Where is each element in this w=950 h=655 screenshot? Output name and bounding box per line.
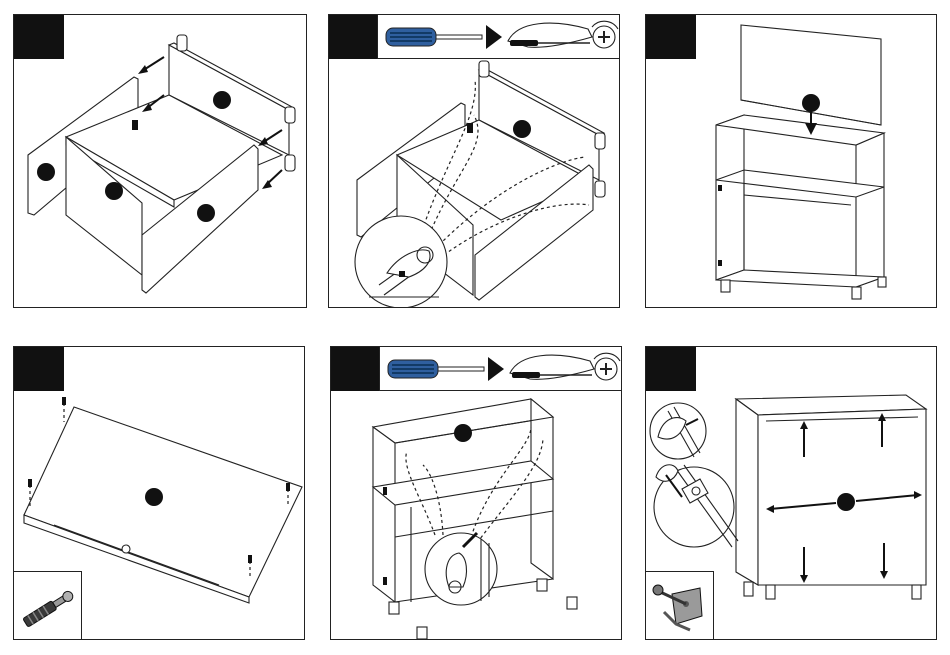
step-6-hardware-inset xyxy=(646,571,714,639)
part-marker xyxy=(37,163,55,181)
wall-bracket-screw-icon xyxy=(646,572,714,640)
part-marker xyxy=(197,204,215,222)
step-4-hardware-inset xyxy=(14,571,82,639)
step-3-illustration xyxy=(646,15,937,308)
step-2-illustration xyxy=(329,15,620,308)
part-marker xyxy=(145,488,163,506)
step-5-panel xyxy=(330,346,622,640)
step-4-panel xyxy=(13,346,305,640)
step-1-panel xyxy=(13,14,307,308)
part-marker xyxy=(454,424,472,442)
step-6-panel xyxy=(645,346,937,640)
step-1-illustration xyxy=(14,15,307,308)
part-marker xyxy=(837,493,855,511)
cam-bolt-icon xyxy=(14,572,82,640)
part-marker xyxy=(105,182,123,200)
step-2-panel xyxy=(328,14,620,308)
step-3-panel xyxy=(645,14,937,308)
part-marker xyxy=(513,120,531,138)
step-5-illustration xyxy=(331,347,622,640)
part-marker xyxy=(213,91,231,109)
